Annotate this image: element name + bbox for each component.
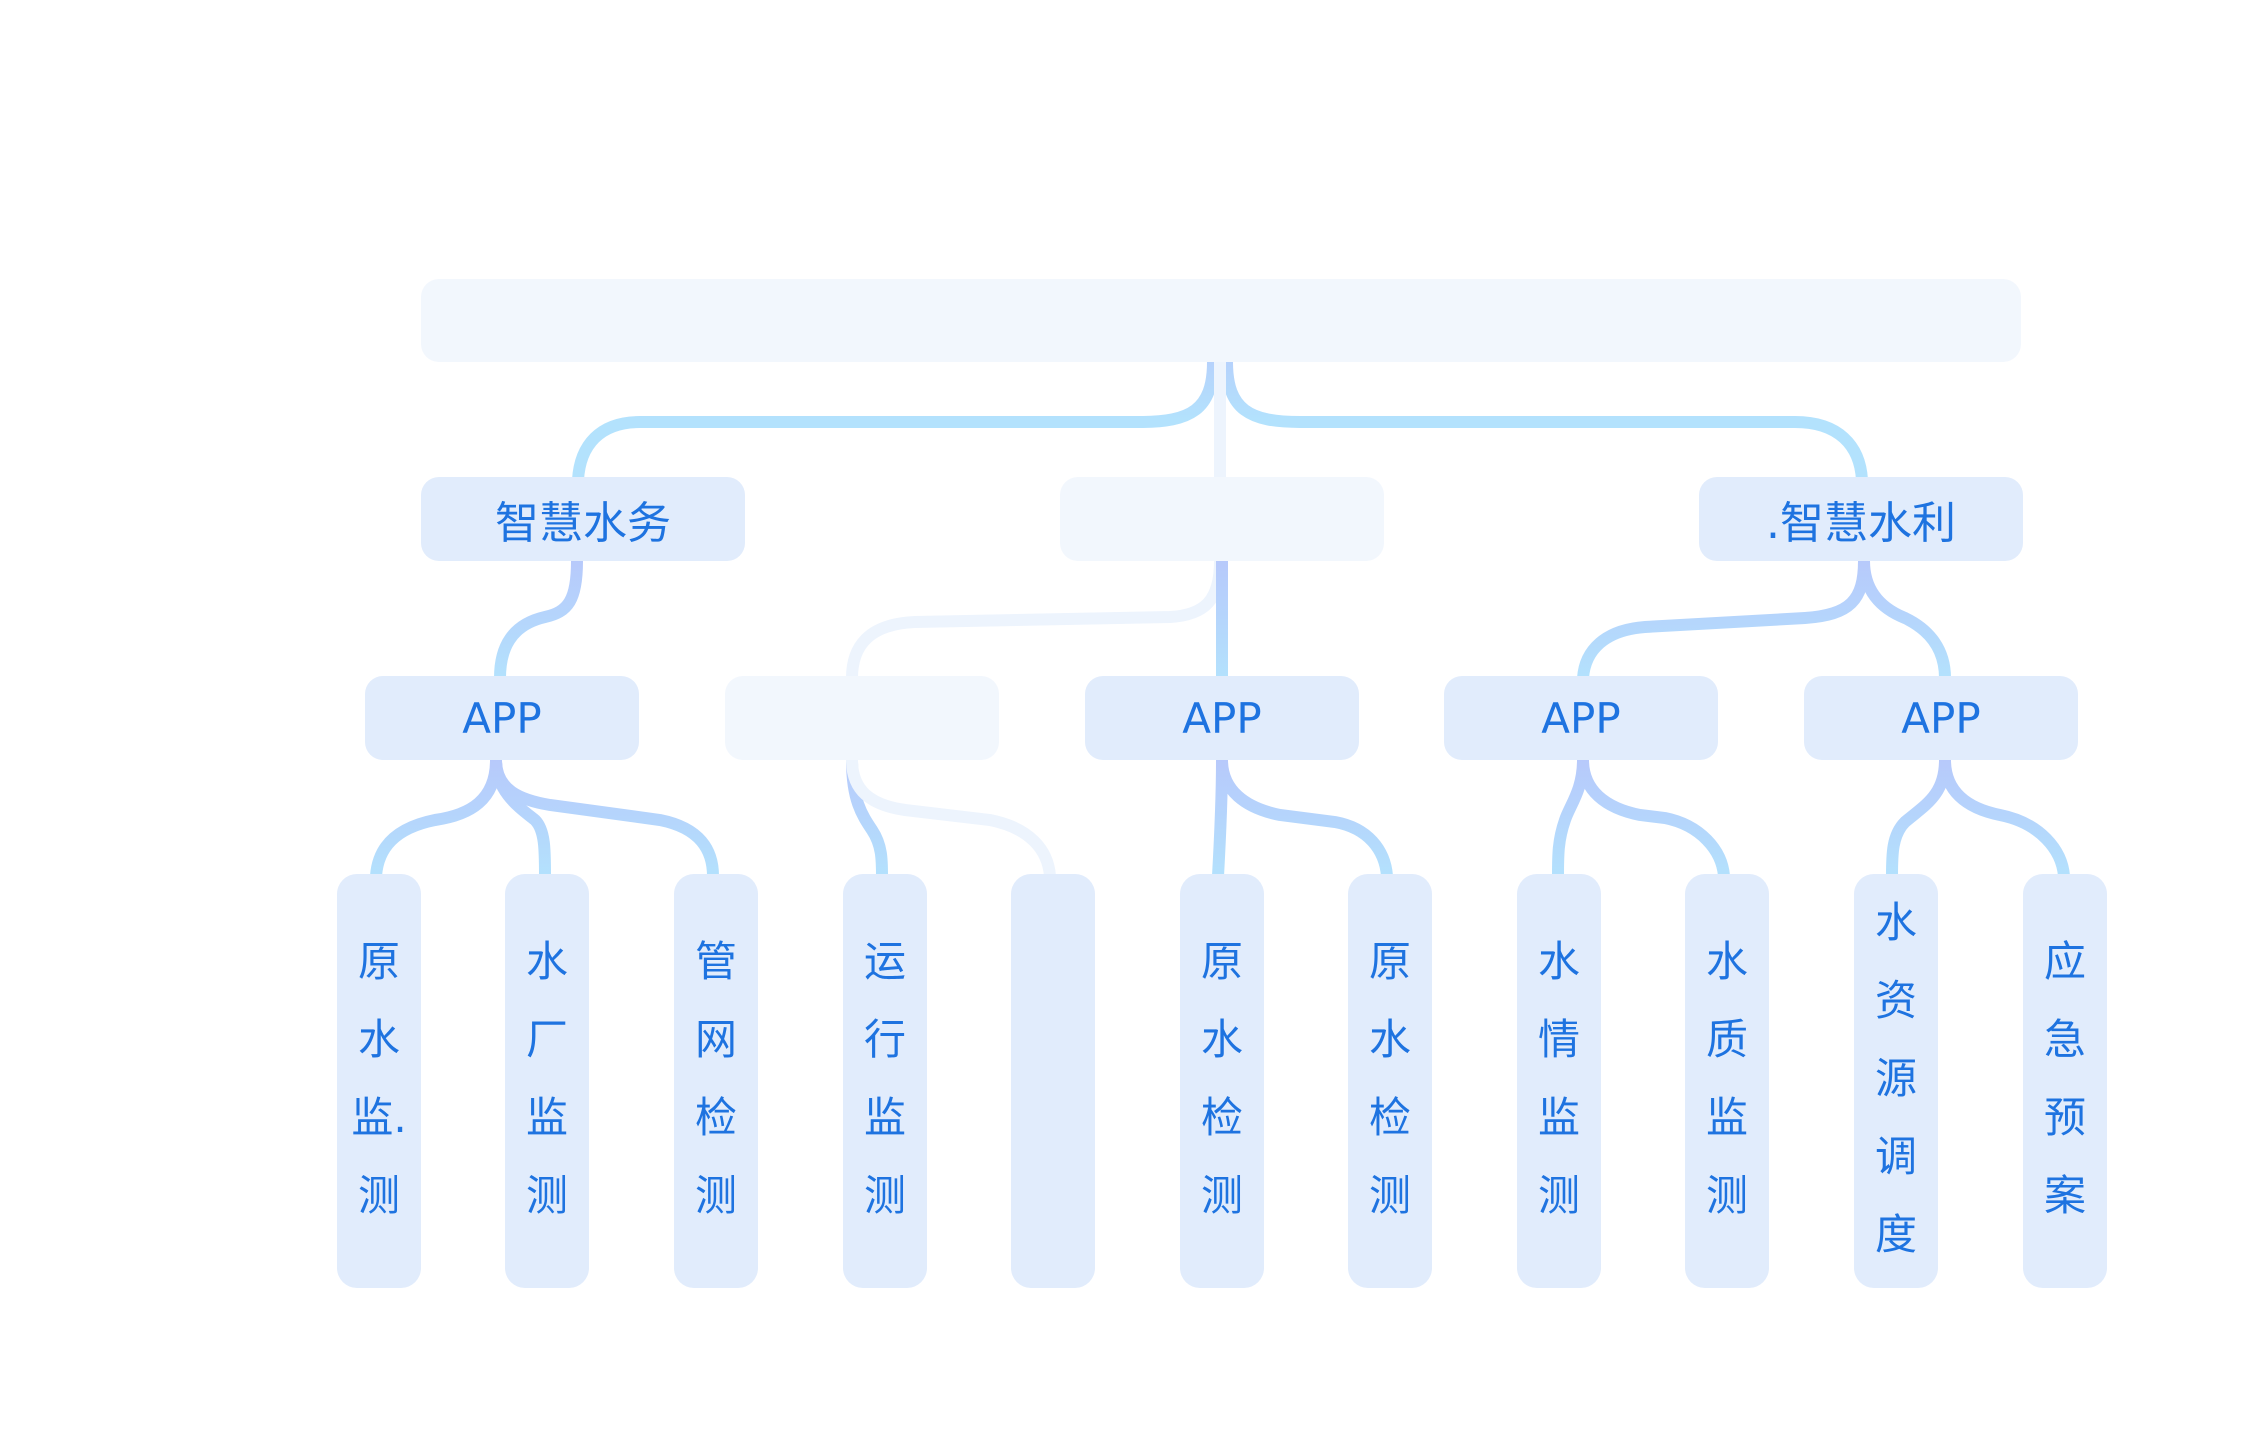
leaf-label-char: 水 <box>525 937 568 986</box>
leaf-label-char: 源 <box>1874 1054 1917 1103</box>
leaf-label: 水质监测 <box>1706 923 1748 1235</box>
node-app-3: APP <box>1444 676 1718 760</box>
leaf-label-char: 案 <box>2043 1171 2086 1220</box>
leaf-label-char: 原 <box>1368 937 1411 986</box>
connector-app4-leaf11 <box>1939 754 2070 882</box>
leaf-label: 水资源调度 <box>1875 884 1917 1274</box>
leaf-label-char: 水 <box>1537 937 1580 986</box>
leaf-label-char: 预 <box>2043 1093 2086 1142</box>
node-label: APP <box>1901 693 1981 743</box>
node-label: APP <box>462 693 542 743</box>
node-label: APP <box>1541 693 1621 743</box>
leaf-node-11: 应急预案 <box>2023 874 2107 1288</box>
leaf-label-char: 水 <box>1368 1015 1411 1064</box>
leaf-label-char: 监 <box>525 1093 568 1142</box>
leaf-label-char: 原 <box>1200 937 1243 986</box>
connector-app2-leaf7 <box>1216 754 1393 882</box>
leaf-label: 原水检测 <box>1201 923 1243 1235</box>
leaf-node-10: 水资源调度 <box>1854 874 1938 1288</box>
leaf-label-char: 检 <box>694 1093 737 1142</box>
leaf-label-char: 行 <box>863 1015 906 1064</box>
leaf-label-char: 厂 <box>525 1015 568 1064</box>
connector-app1-leaf3 <box>490 754 719 882</box>
leaf-node-3: 管网检测 <box>674 874 758 1288</box>
node-label: .智慧水利 <box>1766 498 1956 549</box>
leaf-node-8: 水情监测 <box>1517 874 1601 1288</box>
leaf-label-char: 水 <box>1705 937 1748 986</box>
leaf-label-char: 测 <box>1705 1171 1748 1220</box>
node-label: 智慧水务 <box>495 498 671 549</box>
leaf-label-char: 应 <box>2043 937 2086 986</box>
leaf-label: 水情监测 <box>1538 923 1580 1235</box>
node-app-1: APP <box>365 676 639 760</box>
leaf-label-char: 资 <box>1874 976 1917 1025</box>
leaf-label-char: 网 <box>694 1015 737 1064</box>
leaf-label-char: 质 <box>1705 1015 1748 1064</box>
leaf-label-char: 监 <box>1537 1093 1580 1142</box>
connector-middle-blank <box>846 555 1226 684</box>
leaf-label-char: 测 <box>1368 1171 1411 1220</box>
leaf-label-char: 情 <box>1537 1015 1580 1064</box>
node-app-4: APP <box>1804 676 2078 760</box>
node-middle-blank <box>1060 477 1384 561</box>
leaf-label-char: 运 <box>863 937 906 986</box>
leaf-label-char: 水 <box>1200 1015 1243 1064</box>
leaf-label-char: 管 <box>694 937 737 986</box>
leaf-label: 水厂监测 <box>526 923 568 1235</box>
leaf-label-char: 测 <box>863 1171 906 1220</box>
connector-app3-leaf9 <box>1577 754 1730 882</box>
leaf-node-1: 原水监. 测 <box>337 874 421 1288</box>
leaf-node-7: 原水检测 <box>1348 874 1432 1288</box>
node-app-2: APP <box>1085 676 1359 760</box>
leaf-label-char: 监. <box>351 1093 407 1142</box>
leaf-label: 运行监测 <box>864 923 906 1235</box>
leaf-node-9: 水质监测 <box>1685 874 1769 1288</box>
leaf-label-char: 水 <box>357 1015 400 1064</box>
leaf-node-2: 水厂监测 <box>505 874 589 1288</box>
connector-conservancy-left <box>1577 555 1870 684</box>
leaf-node-6: 原水检测 <box>1180 874 1264 1288</box>
leaf-label-char: 水 <box>1874 898 1917 947</box>
root-node <box>421 279 2021 362</box>
connector-app1-leaf1 <box>370 754 502 882</box>
connector-root-right <box>1221 356 1868 486</box>
leaf-label-char: 调 <box>1874 1132 1917 1181</box>
leaf-label: 管网检测 <box>695 923 737 1235</box>
node-smart-water-affairs: 智慧水务 <box>421 477 745 561</box>
node-label: APP <box>1182 693 1262 743</box>
connector-root-left <box>572 356 1219 486</box>
leaf-label: 原水检测 <box>1369 923 1411 1235</box>
leaf-label-char: 测 <box>357 1171 400 1220</box>
leaf-label-char: 急 <box>2043 1015 2086 1064</box>
leaf-label-char: 检 <box>1368 1093 1411 1142</box>
leaf-label-char: 测 <box>1200 1171 1243 1220</box>
leaf-label-char: 监 <box>1705 1093 1748 1142</box>
connector-blank-leaf5 <box>846 754 1056 882</box>
node-blank <box>725 676 999 760</box>
leaf-node-5 <box>1011 874 1095 1288</box>
node-smart-water-conservancy: .智慧水利 <box>1699 477 2023 561</box>
connector-conservancy-right <box>1858 555 1951 684</box>
connector-app3-leaf8 <box>1552 754 1589 882</box>
leaf-label-char: 测 <box>1537 1171 1580 1220</box>
leaf-label: 原水监. 测 <box>351 923 406 1235</box>
leaf-label-char: 度 <box>1874 1210 1917 1259</box>
leaf-label: 应急预案 <box>2044 923 2086 1235</box>
connector-app4-leaf10 <box>1886 754 1951 882</box>
leaf-label-char: 测 <box>525 1171 568 1220</box>
leaf-label-char: 监 <box>863 1093 906 1142</box>
connector-water-affairs-app <box>494 555 583 684</box>
leaf-label-char: 测 <box>694 1171 737 1220</box>
leaf-node-4: 运行监测 <box>843 874 927 1288</box>
leaf-label-char: 原 <box>357 937 400 986</box>
leaf-label-char: 检 <box>1200 1093 1243 1142</box>
